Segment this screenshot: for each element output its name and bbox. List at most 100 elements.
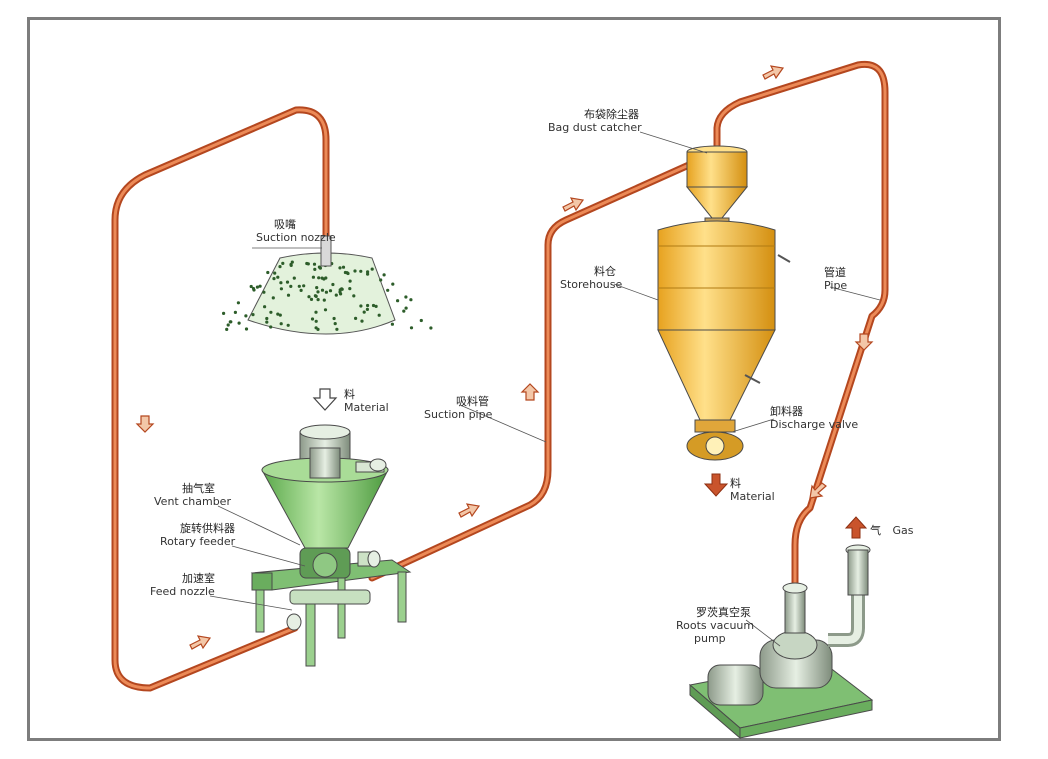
material-dot [322, 298, 326, 302]
material-dot [429, 326, 433, 330]
material-dot [377, 313, 381, 317]
arrow-right-icon [458, 503, 481, 518]
label-vent-chamber: 抽气室 Vent chamber [154, 482, 231, 508]
material-dot [290, 260, 294, 264]
material-dot [262, 290, 266, 294]
material-dot [279, 281, 283, 285]
label-en: Rotary feeder [160, 535, 236, 548]
label-roots-vacuum-pump: 罗茨真空泵 Roots vacuum pump [676, 606, 754, 645]
material-dot [266, 270, 270, 275]
material-dot [306, 262, 310, 266]
material-dot [391, 282, 395, 286]
material-dot [286, 293, 291, 297]
suction-nozzle-pile [222, 235, 433, 335]
arrow-down-icon [135, 415, 155, 433]
material-dot [331, 282, 335, 287]
label-cn: 管道 [824, 266, 846, 279]
material-dot [409, 298, 413, 302]
material-dot [273, 271, 277, 275]
material-dot [339, 292, 343, 296]
material-dot [315, 286, 319, 290]
material-dot [343, 270, 347, 275]
material-dot [366, 272, 370, 276]
material-dot [314, 310, 318, 314]
diagram-frame [27, 17, 1001, 741]
label-cn: 罗茨真空泵 [696, 606, 751, 619]
label-suction-nozzle: 吸嘴 Suction nozzle [256, 218, 336, 244]
material-out-arrow-icon [703, 473, 729, 497]
material-dot [302, 284, 306, 288]
label-en: Vent chamber [154, 495, 231, 508]
label-en: Suction nozzle [256, 231, 336, 244]
material-dot [314, 319, 318, 323]
arrow-down-left-icon [809, 482, 827, 499]
arrow-down-icon [854, 333, 874, 351]
material-dot [374, 304, 378, 308]
label-cn: 料仓 [594, 265, 616, 278]
material-dot [316, 290, 320, 294]
label-en: Material [730, 490, 775, 503]
label-feed-nozzle: 加速室 Feed nozzle [150, 572, 215, 598]
material-dot [244, 314, 248, 318]
flow-arrows [135, 65, 874, 650]
material-dot [317, 276, 321, 280]
material-dot [312, 262, 317, 266]
material-dot [404, 306, 408, 310]
material-dot [348, 287, 352, 291]
label-discharge-valve: 卸料器 Discharge valve [770, 405, 858, 431]
arrow-up-icon [520, 383, 540, 401]
material-dot [371, 303, 376, 308]
label-en: Storehouse [560, 278, 623, 291]
material-dot [366, 303, 370, 308]
label-en: Pipe [824, 279, 848, 292]
material-dot [228, 320, 232, 324]
pipe-network [111, 60, 889, 692]
material-dot [316, 327, 320, 331]
material-dot [289, 284, 293, 288]
material-dot [332, 316, 336, 321]
material-dot [271, 296, 275, 300]
material-dot [276, 312, 280, 316]
material-dot [334, 293, 338, 297]
label-cn: 抽气室 [182, 482, 215, 495]
label-suction-pipe: 吸料管 Suction pipe [424, 395, 492, 421]
label-cn: 卸料器 [770, 405, 803, 418]
material-dot [281, 261, 285, 265]
material-dot [362, 310, 366, 314]
roots-vacuum-pump [688, 544, 874, 740]
leader-lines [209, 131, 881, 647]
material-dot [359, 269, 363, 273]
label-cn: 吸料管 [456, 395, 489, 408]
material-dot [396, 299, 400, 303]
material-dot [313, 294, 317, 298]
label-rotary-feeder: 旋转供料器 Rotary feeder [160, 522, 235, 548]
label-gas: 气 Gas [870, 524, 914, 537]
material-dot [348, 279, 352, 283]
material-dot [338, 266, 342, 270]
material-dot [226, 323, 230, 327]
label-material-out: 料 Material [730, 477, 775, 503]
label-cn: 料 [344, 388, 355, 401]
material-dot [346, 271, 350, 276]
label-bag-dust-catcher: 布袋除尘器 Bag dust catcher [548, 108, 642, 134]
arrow-right-icon [189, 635, 212, 650]
material-dot [311, 275, 315, 279]
label-en: Suction pipe [424, 408, 493, 421]
material-dot [340, 287, 344, 291]
material-dot [359, 304, 363, 308]
material-dot [370, 267, 374, 271]
material-dot [382, 273, 386, 277]
material-dot [292, 276, 296, 280]
material-dot [313, 267, 317, 271]
label-cn: 料 [730, 477, 741, 490]
material-dot [409, 326, 414, 330]
material-dot [255, 285, 259, 289]
material-dot [328, 289, 333, 293]
label-cn: 吸嘴 [274, 218, 296, 231]
material-dot [323, 308, 328, 312]
material-dot [249, 284, 253, 289]
label-en: Bag dust catcher [548, 121, 642, 134]
material-dot [233, 310, 237, 314]
material-dot [365, 307, 369, 311]
